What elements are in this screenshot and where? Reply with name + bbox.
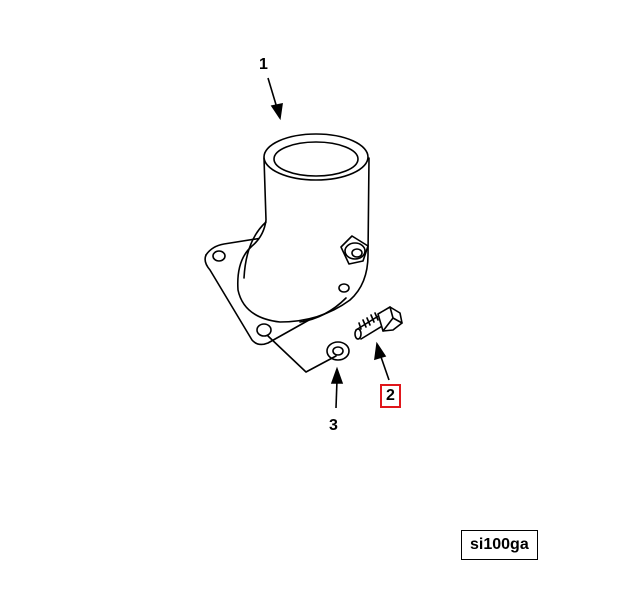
callout-label-1: 1: [259, 56, 268, 73]
callout-label-3: 3: [329, 417, 338, 434]
washer: [326, 341, 350, 361]
arrow-callout-2: [374, 341, 390, 381]
capscrew: [354, 306, 403, 340]
arrow-callout-1: [267, 77, 283, 121]
arrow-callout-3: [330, 366, 344, 409]
callout-label-2: 2: [380, 384, 401, 408]
figure-reference-code: si100ga: [461, 530, 538, 560]
leader-line: [267, 335, 337, 373]
housing-elbow: [204, 133, 370, 346]
